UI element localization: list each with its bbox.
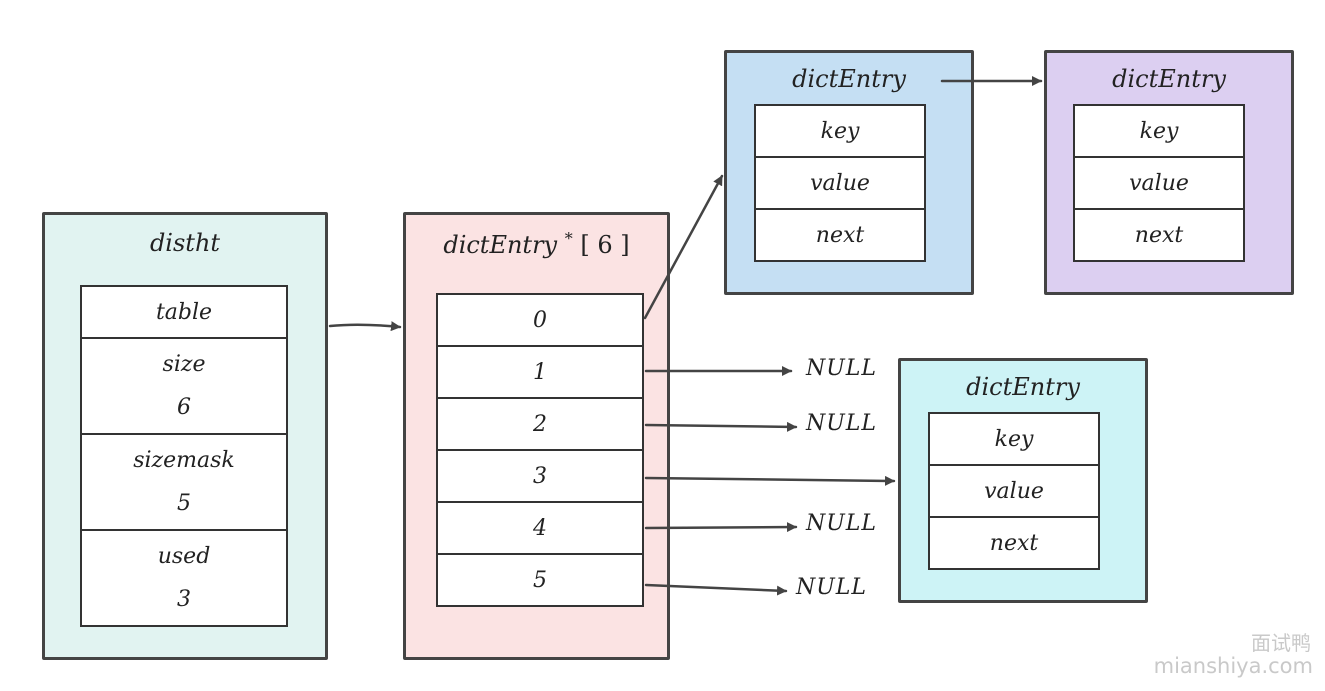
slot-index: 5 [533,567,547,593]
slot-index: 1 [533,359,547,385]
field-label: used [157,544,211,569]
null-label: NULL [806,511,878,536]
arrow-slot0-to-entry-a [643,174,724,320]
table-slot: 3 [436,449,644,503]
watermark-brand: 面试鸭 [1251,631,1311,655]
distht-field-used: used 3 [80,529,288,627]
table-slot: 4 [436,501,644,555]
arrow-slot4-to-null [644,522,798,533]
slot-index: 2 [533,411,547,437]
table-array-title: dictEntry * [ 6 ] [406,229,667,259]
distht-field-size: size 6 [80,337,288,435]
entry-field-next: next [1073,208,1245,262]
field-label: value [810,170,870,196]
field-label: value [984,478,1044,504]
field-label: key [1139,118,1179,144]
entry-field-key: key [754,104,926,158]
dict-entry-title: dictEntry [792,65,906,93]
arrow-slot5-to-null [644,583,788,596]
entry-field-value: value [754,156,926,210]
title-star: * [564,229,573,248]
field-value: 6 [177,395,191,420]
title-size: [ 6 ] [580,231,630,259]
field-label: value [1129,170,1189,196]
field-value: 3 [177,587,191,612]
field-label: size [162,352,206,377]
title-main: dictEntry [443,231,558,259]
distht-field-sizemask: sizemask 5 [80,433,288,531]
arrow-table-to-array [328,321,402,332]
table-slot: 5 [436,553,644,607]
arrow-slot2-to-null [644,421,798,432]
field-label: key [820,118,860,144]
null-label: NULL [806,411,878,436]
dict-entry-title: dictEntry [1112,65,1226,93]
table-slot: 1 [436,345,644,399]
field-label: key [994,426,1034,452]
slot-index: 3 [533,463,547,489]
slot-index: 4 [533,515,547,541]
field-label: sizemask [133,448,235,473]
distht-title: distht [149,229,221,257]
entry-field-key: key [1073,104,1245,158]
entry-field-value: value [1073,156,1245,210]
watermark-url: mianshiya.com [1153,654,1313,678]
slot-index: 0 [533,307,547,333]
field-label: table [155,299,213,325]
null-label: NULL [806,356,878,381]
field-label: next [989,530,1039,556]
field-label: next [815,222,865,248]
arrow-slot3-to-entry-c [644,475,896,486]
entry-field-next: next [928,516,1100,570]
field-value: 5 [177,491,191,516]
entry-field-next: next [754,208,926,262]
field-label: next [1134,222,1184,248]
dict-entry-title: dictEntry [966,373,1080,401]
null-label: NULL [796,575,868,600]
